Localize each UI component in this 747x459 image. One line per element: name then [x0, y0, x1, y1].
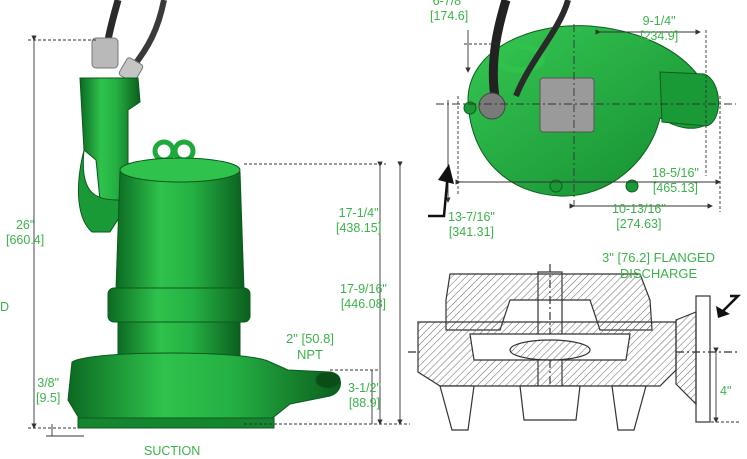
- label-flanged-discharge-line2: DISCHARGE: [619, 266, 698, 281]
- label-discharge-reach: 9-1/4" [234.9]: [640, 14, 678, 44]
- volute-base: [67, 352, 341, 421]
- label-height-total: 26" [660.4]: [6, 218, 44, 248]
- power-cable: [104, 0, 122, 41]
- label-suction-gap-mm: [9.5]: [36, 391, 61, 405]
- label-flange-height: 4": [720, 384, 732, 398]
- label-motor-height-mm: [438.15]: [336, 221, 382, 235]
- left-edge-letter: D: [0, 300, 10, 314]
- discharge-flange: [695, 295, 711, 423]
- top-bolt-icon: [463, 101, 477, 115]
- label-discharge-height-in: 17-9/16": [340, 282, 387, 296]
- label-motor-height: 17-1/4" [438.15]: [336, 206, 381, 236]
- column-bend: [77, 149, 125, 233]
- label-discharge-reach-mm: [234.9]: [640, 29, 679, 43]
- label-body-width-mm: [341.31]: [448, 225, 495, 239]
- top-cable: [488, 0, 511, 105]
- seal-housing: [117, 321, 241, 357]
- label-body-width: 13-7/16" [341.31]: [448, 210, 495, 240]
- label-flanged-discharge-line1: 3" [76.2] FLANGED: [602, 250, 715, 265]
- label-discharge-height: 17-9/16" [446.08]: [340, 282, 387, 312]
- section-left-foot: [439, 385, 475, 431]
- label-overall-length-mm: [465.13]: [652, 181, 699, 195]
- label-overall-length: 18-5/16" [465.13]: [652, 166, 699, 196]
- label-suction-gap: 3/8" [9.5]: [36, 376, 60, 406]
- nameplate: [539, 77, 595, 133]
- label-suction: SUCTION: [144, 444, 201, 458]
- flange-arrow-head-icon: [716, 306, 730, 318]
- section-right-foot: [611, 385, 647, 431]
- view-pointer-arrows: [428, 164, 742, 318]
- flange-arrow-icon: [721, 294, 742, 313]
- lifting-ring-icon: [152, 139, 176, 163]
- top-view-pump: [463, 0, 719, 197]
- section-center-foot: [519, 385, 581, 421]
- label-overall-length-in: 18-5/16": [652, 166, 699, 180]
- label-body-width-in: 13-7/16": [448, 210, 495, 224]
- section-housing: [445, 273, 653, 331]
- motor-cap: [119, 157, 241, 183]
- top-view-discharge: [659, 71, 719, 127]
- top-cable: [513, 0, 571, 98]
- label-discharge-port: 2" [50.8] NPT: [286, 331, 334, 363]
- label-body-length-in: 10-13/16": [612, 202, 666, 216]
- label-cable-offset-in: 6-7/8": [432, 0, 466, 8]
- label-height-total-mm: [660.4]: [6, 233, 45, 247]
- label-body-length-mm: [274.63]: [616, 217, 662, 231]
- label-base-height-in: 3-1/2": [348, 381, 381, 395]
- label-flanged-discharge: 3" [76.2] FLANGED DISCHARGE: [602, 250, 715, 282]
- label-height-total-in: 26": [15, 218, 35, 232]
- label-base-height-mm: [88.9]: [348, 396, 381, 410]
- section-impeller-core: [509, 339, 591, 361]
- base-foot: [77, 417, 275, 429]
- section-arrow-head-icon: [438, 164, 454, 184]
- label-discharge-reach-in: 9-1/4": [642, 14, 676, 28]
- label-discharge-port-size: 2" [50.8]: [286, 331, 334, 346]
- label-cable-offset: 6-7/8" [174.6]: [430, 0, 468, 24]
- side-view-pump: [67, 0, 341, 429]
- cord-grip: [91, 37, 119, 69]
- label-body-length: 10-13/16" [274.63]: [612, 202, 666, 232]
- label-cable-offset-mm: [174.6]: [430, 9, 469, 23]
- label-discharge-port-type: NPT: [296, 347, 323, 362]
- top-cord-grip: [478, 92, 506, 120]
- label-discharge-height-mm: [446.08]: [340, 297, 387, 311]
- label-motor-height-in: 17-1/4": [338, 206, 379, 220]
- motor-flange: [107, 287, 251, 323]
- section-arrow-icon: [428, 171, 450, 218]
- discharge-nozzle: [675, 311, 697, 406]
- label-base-height: 3-1/2" [88.9]: [348, 381, 381, 411]
- label-suction-gap-in: 3/8": [37, 376, 60, 390]
- lifting-ring-icon: [172, 139, 196, 163]
- discharge-port: [315, 371, 341, 389]
- control-cable: [129, 0, 167, 70]
- section-view-drawing: [408, 264, 740, 431]
- dimension-lines: [28, 24, 740, 437]
